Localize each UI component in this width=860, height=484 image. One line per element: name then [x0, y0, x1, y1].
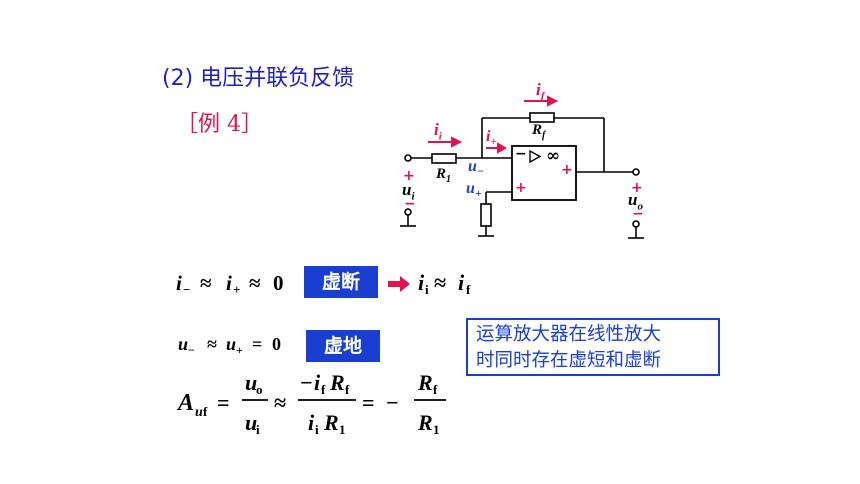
equation-ii-if: i i ≈ i f — [418, 270, 471, 297]
opamp-triangle-icon — [529, 149, 542, 164]
svg-text:=: = — [362, 390, 375, 415]
svg-text:u: u — [195, 405, 203, 420]
svg-text:f: f — [203, 404, 208, 419]
label-uo: uo — [628, 190, 643, 213]
svg-text:u: u — [245, 370, 257, 395]
equation-virtual-ground: u − ≈ u + = 0 — [178, 334, 281, 357]
uo-minus: − — [632, 206, 644, 222]
svg-text:R: R — [417, 370, 433, 395]
svg-text:≈: ≈ — [274, 390, 286, 415]
svg-text:R: R — [323, 410, 339, 435]
label-iplus: i+ — [486, 128, 497, 149]
right-arrow-icon — [388, 276, 410, 292]
svg-text:R: R — [417, 410, 433, 435]
resistor-r2 — [480, 203, 492, 227]
svg-text:0: 0 — [272, 334, 281, 354]
example-label: ［例 4］ — [176, 112, 263, 137]
equation-virtual-open: i − ≈ i + ≈ 0 — [176, 271, 284, 297]
svg-text:i: i — [425, 282, 429, 297]
svg-text:f: f — [466, 282, 471, 297]
svg-text:≈: ≈ — [207, 334, 217, 354]
svg-text:0: 0 — [273, 271, 284, 295]
svg-text:f: f — [321, 382, 326, 397]
uo-plus: + — [631, 180, 643, 196]
opamp-out-plus: + — [561, 162, 573, 178]
equation-gain: A u f = u o u i ≈ − i f R f i i R 1 = − … — [176, 370, 446, 437]
note-line-2: 时同时存在虚短和虚断 — [476, 350, 662, 371]
svg-text:f: f — [345, 382, 350, 397]
page-title: (2) 电压并联负反馈 — [162, 66, 355, 91]
svg-text:1: 1 — [433, 422, 440, 437]
svg-text:i: i — [418, 270, 425, 295]
svg-text:−: − — [188, 343, 195, 357]
svg-text:−: − — [300, 370, 313, 395]
opamp-plus: + — [515, 180, 527, 196]
svg-text:A: A — [176, 390, 194, 416]
svg-text:+: + — [236, 343, 243, 357]
svg-text:+: + — [233, 282, 240, 297]
svg-text:≈: ≈ — [434, 270, 446, 295]
svg-text:f: f — [433, 382, 438, 397]
label-ui: ui — [402, 180, 415, 203]
svg-text:−: − — [386, 390, 399, 415]
svg-text:1: 1 — [339, 422, 346, 437]
svg-text:u: u — [245, 410, 257, 435]
svg-text:i: i — [308, 410, 315, 435]
svg-text:u: u — [226, 334, 236, 354]
resistor-rf — [529, 112, 555, 123]
resistor-r1 — [431, 153, 457, 164]
label-rf: Rf — [532, 122, 546, 141]
svg-text:i: i — [458, 270, 465, 295]
virtual-ground-badge: 虚地 — [306, 330, 380, 362]
svg-text:i: i — [176, 271, 182, 295]
svg-text:i: i — [256, 422, 260, 437]
label-u-minus: u− — [468, 158, 485, 179]
label-u-plus: u+ — [466, 180, 482, 201]
label-r1: R1 — [436, 166, 452, 185]
virtual-open-badge: 虚断 — [304, 266, 378, 298]
svg-text:≈: ≈ — [249, 271, 261, 295]
svg-text:≈: ≈ — [200, 271, 212, 295]
svg-text:−: − — [183, 282, 190, 297]
label-if: if — [536, 80, 545, 103]
ui-plus: + — [403, 168, 415, 184]
label-ii: ii — [434, 120, 442, 143]
svg-text:=: = — [252, 334, 262, 354]
ui-minus: − — [404, 196, 416, 212]
note-line-1: 运算放大器在线性放大 — [476, 324, 662, 345]
svg-text:=: = — [217, 390, 230, 415]
opamp-minus: − — [515, 146, 527, 162]
svg-text:i: i — [226, 271, 232, 295]
svg-text:o: o — [256, 382, 263, 397]
opamp-box — [511, 145, 577, 201]
svg-text:i: i — [315, 422, 319, 437]
svg-text:u: u — [178, 334, 188, 354]
note-box: 运算放大器在线性放大 时同时存在虚短和虚断 — [466, 318, 720, 376]
svg-text:i: i — [314, 370, 321, 395]
infinity-symbol: ∞ — [546, 146, 561, 166]
svg-text:R: R — [329, 370, 345, 395]
